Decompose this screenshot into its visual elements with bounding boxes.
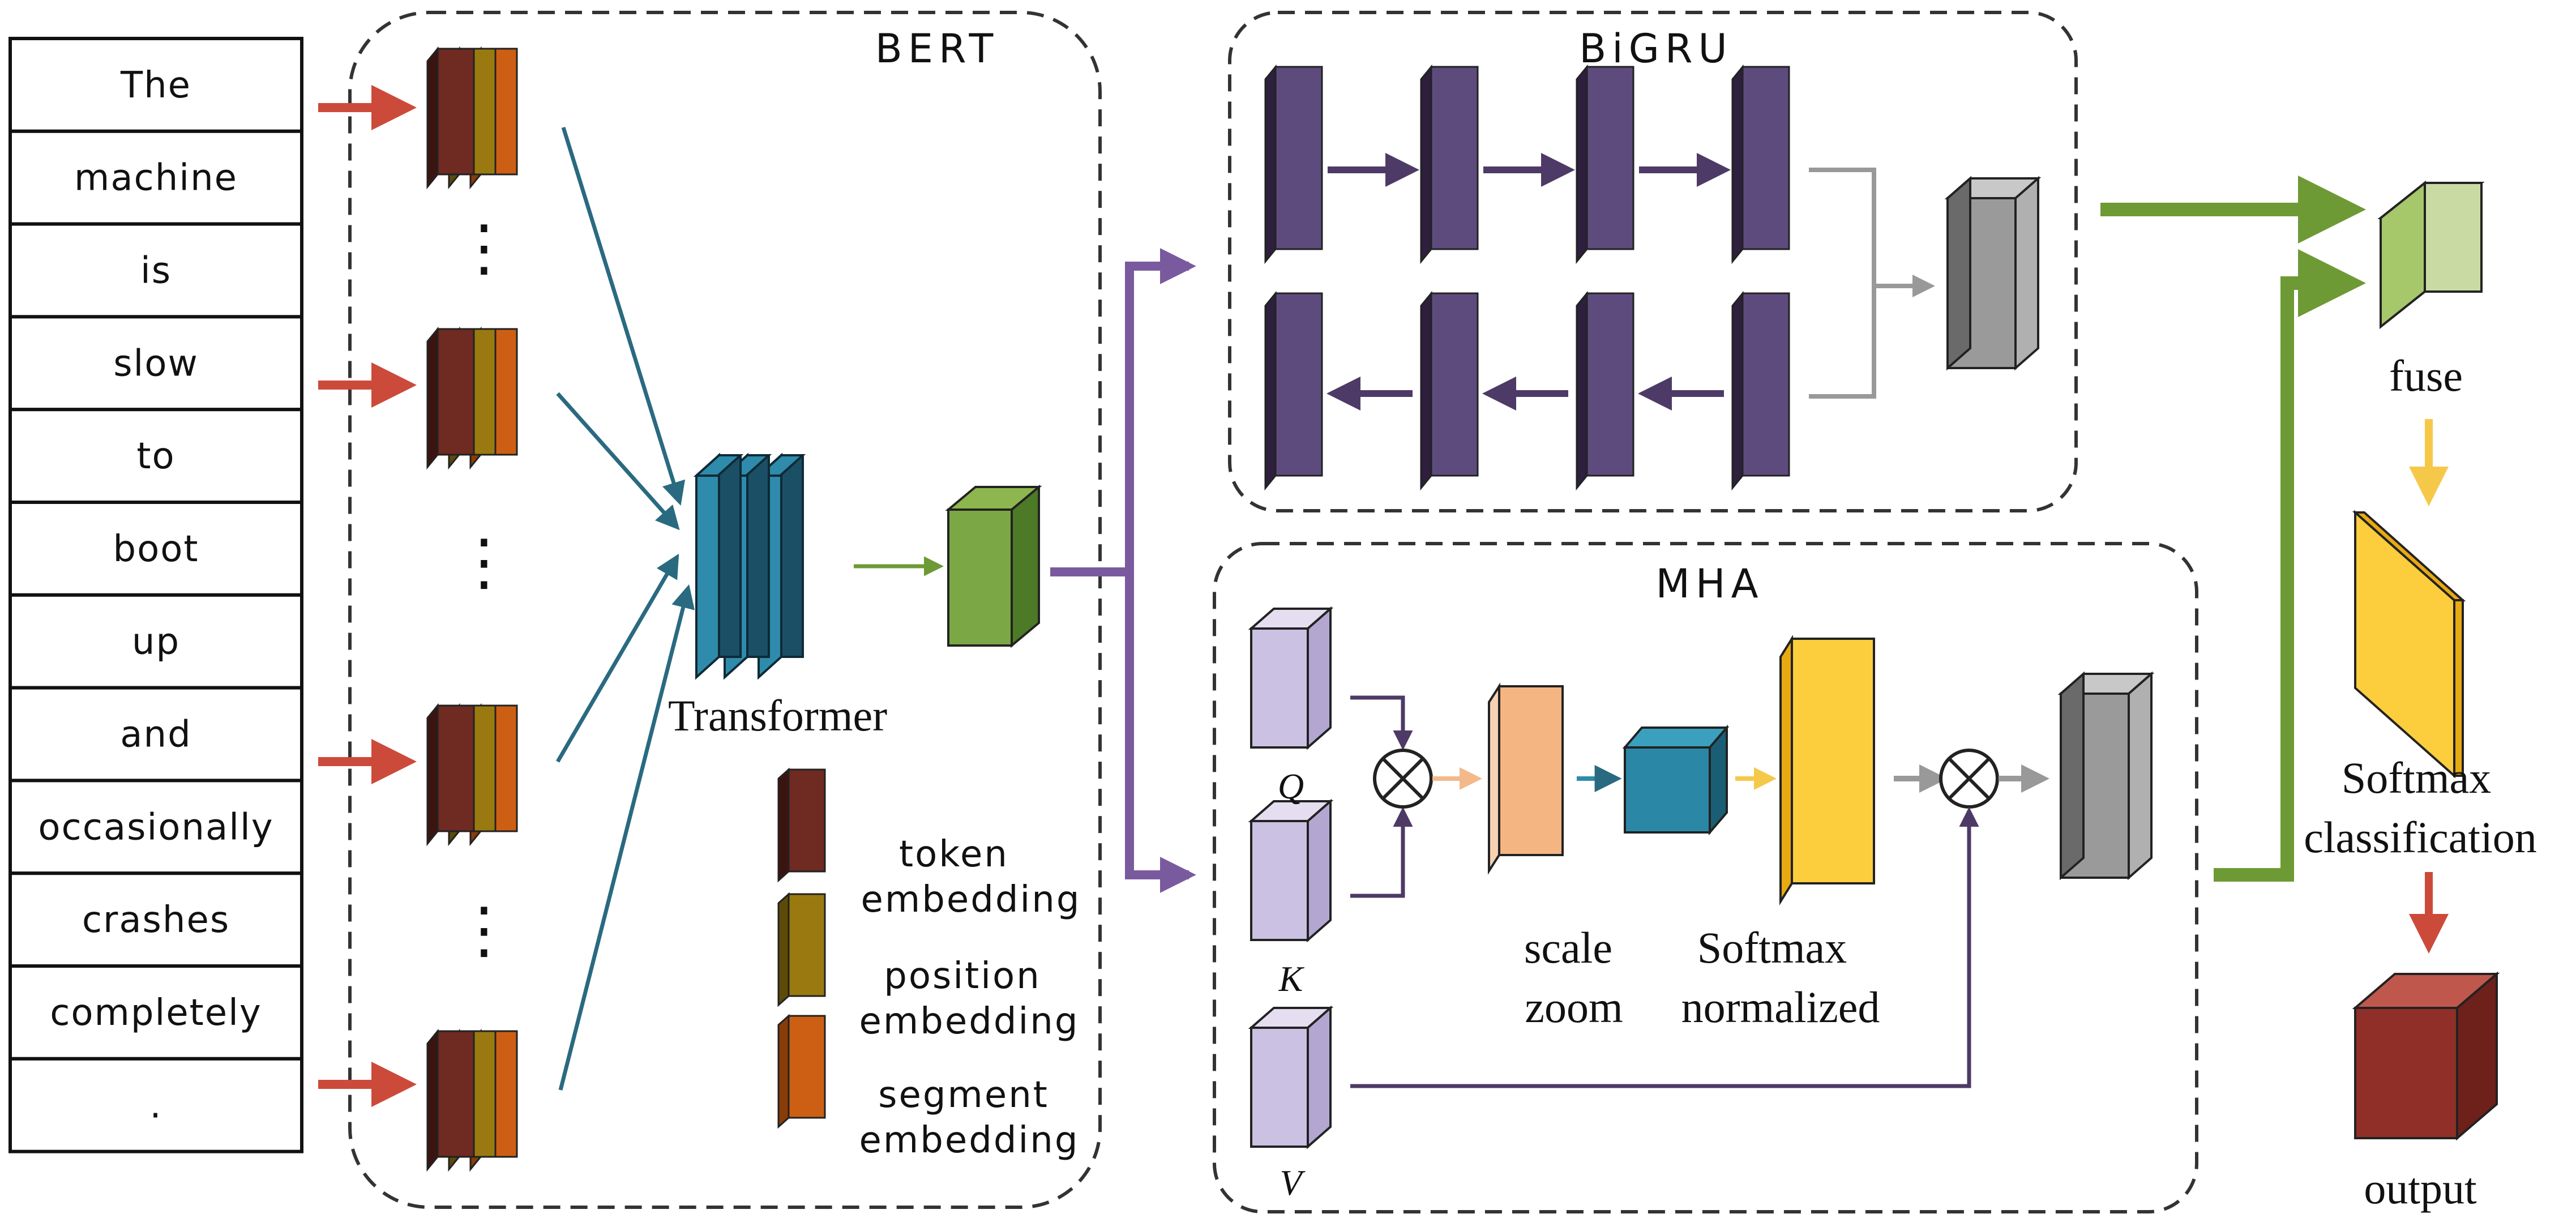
bigru-cells <box>1264 64 1790 491</box>
output-label: output <box>2364 1164 2477 1213</box>
softmax-line2: normalized <box>1681 982 1880 1032</box>
embedding-stack <box>426 703 518 847</box>
token-text: machine <box>74 157 238 199</box>
token-cell: and <box>8 686 303 783</box>
mha-box <box>1213 542 2198 1213</box>
fuse-block <box>2377 180 2485 330</box>
bigru-forward-cell <box>1264 64 1323 264</box>
classification-line1: Softmax <box>2342 753 2491 802</box>
token-cell: occasionally <box>8 779 303 875</box>
bigru-output-block <box>1944 176 2042 371</box>
input-arrows <box>318 85 417 1107</box>
scale-line1: scale <box>1524 923 1612 972</box>
legend-position-line1: position <box>884 955 1041 997</box>
token-text: . <box>149 1085 162 1127</box>
token-text: crashes <box>82 899 230 941</box>
token-cell: boot <box>8 501 303 597</box>
token-text: to <box>136 435 175 477</box>
token-column: The machine is slow to boot up and occasionally c… <box>8 37 303 1153</box>
legend-segment-line2: embedding <box>859 1119 1080 1161</box>
legend-segment-line1: segment <box>878 1074 1049 1116</box>
legend-token-line2: embedding <box>861 879 1081 921</box>
split-arrows <box>1050 248 1196 893</box>
ellipsis-2: ⋮ <box>453 525 515 598</box>
mha-output-block <box>2057 671 2155 881</box>
mha-qk-lines <box>1350 695 1413 898</box>
mha-q-label: Q <box>1278 766 1304 806</box>
fuse-label: fuse <box>2389 351 2463 400</box>
legend-segment-swatch <box>777 1014 826 1129</box>
bigru-merge-lines <box>1809 168 1935 399</box>
bigru-backward-cell <box>1576 290 1634 491</box>
bert-title: BERT <box>875 25 999 72</box>
bigru-backward-cell <box>1731 290 1790 491</box>
mha-multiply-2 <box>1939 749 1999 809</box>
mha-scale-block <box>1488 682 1564 875</box>
embedding-stack <box>426 326 518 470</box>
mha-teal-cube <box>1622 724 1730 836</box>
transformer-label: Transformer <box>668 691 887 740</box>
token-text: up <box>132 621 180 663</box>
bigru-backward-cell <box>1420 290 1479 491</box>
embedding-stacks <box>426 46 518 1172</box>
classification-line2: classification <box>2304 813 2537 862</box>
mha-q-block <box>1248 606 1334 750</box>
mha-to-fuse-arrow <box>2214 249 2366 882</box>
token-text: boot <box>113 528 199 570</box>
bigru-arrows <box>1326 153 1731 411</box>
bigru-forward-cell <box>1731 64 1790 264</box>
mha-k-block <box>1248 798 1334 943</box>
bigru-forward-cell <box>1576 64 1634 264</box>
token-cell: . <box>8 1057 303 1153</box>
mha-v-label: V <box>1280 1163 1306 1203</box>
bert-box <box>348 11 1102 1209</box>
bigru-title: BiGRU <box>1579 25 1733 72</box>
transformer-block <box>693 452 806 680</box>
token-cell: up <box>8 593 303 690</box>
legend-token-line1: token <box>899 834 1009 875</box>
legend-token-swatch <box>777 767 826 883</box>
token-text: slow <box>113 343 199 384</box>
mha-k-label: K <box>1278 959 1305 999</box>
legend: token embedding position embedding segme… <box>777 767 1081 1161</box>
mha-softmax-block <box>1779 635 1875 905</box>
token-cell: machine <box>8 129 303 226</box>
mha-v-block <box>1248 1005 1334 1149</box>
token-text: and <box>120 714 191 756</box>
embedding-to-transformer-arrows <box>555 126 695 1091</box>
output-cube <box>2352 971 2500 1141</box>
bigru-forward-cell <box>1420 64 1479 264</box>
token-text: completely <box>50 992 262 1034</box>
bert-output-block <box>945 484 1042 648</box>
embedding-stack <box>426 1028 518 1172</box>
legend-position-line2: embedding <box>859 1001 1080 1042</box>
softmax-line1: Softmax <box>1697 923 1847 972</box>
token-text: is <box>140 250 172 292</box>
token-text: occasionally <box>38 806 273 848</box>
v-to-multiply-line <box>1350 807 1979 1088</box>
token-cell: crashes <box>8 871 303 968</box>
scale-line2: zoom <box>1525 982 1623 1032</box>
ellipsis-1: ⋮ <box>453 211 515 284</box>
token-cell: The <box>8 37 303 133</box>
embedding-stack <box>426 46 518 190</box>
token-text: The <box>120 65 191 106</box>
legend-position-swatch <box>777 892 826 1007</box>
token-cell: is <box>8 222 303 319</box>
mha-multiply-1 <box>1373 749 1433 809</box>
classifier-block <box>2352 510 2466 779</box>
mha-title: MHA <box>1656 561 1764 607</box>
token-cell: to <box>8 408 303 505</box>
ellipsis-3: ⋮ <box>453 894 515 966</box>
token-cell: slow <box>8 315 303 412</box>
token-cell: completely <box>8 964 303 1061</box>
bigru-backward-cell <box>1264 290 1323 491</box>
